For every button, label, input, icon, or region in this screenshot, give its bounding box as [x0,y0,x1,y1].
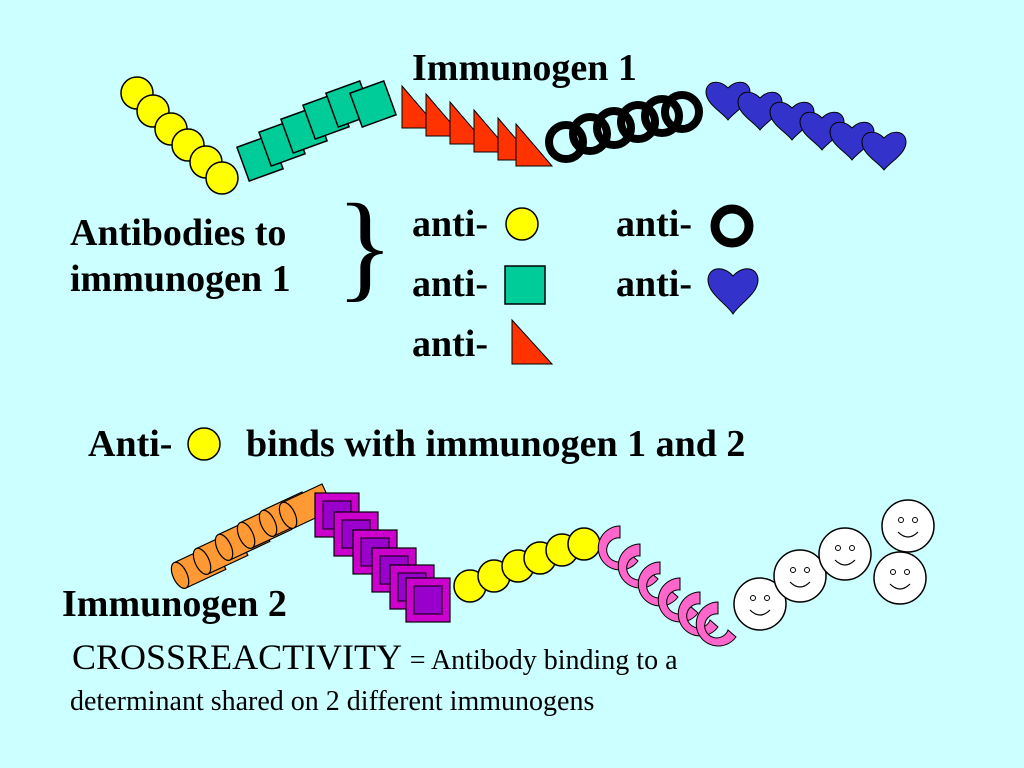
anti-ring-icon [710,204,754,248]
immunogen-1-chain [120,76,907,195]
immunogen-1-squares [236,80,397,182]
immunogen-2-smileys [733,499,935,631]
immunogen-2-circles [453,527,601,603]
antibody-icons [504,204,759,365]
immunogen-1-triangles [401,85,553,167]
anti-square-icon [504,265,546,305]
anti-heart-label: anti- [616,263,692,305]
anti-heart-icon [707,268,759,315]
crossreactivity-definition-part-1: = Antibody binding to a [409,645,678,676]
bind-sentence-prefix: Anti- [88,423,173,465]
crossreactivity-term: CROSSREACTIVITY [72,637,401,677]
bind-sentence-text: binds with immunogen 1 and 2 [246,423,746,465]
anti-triangle-icon [511,318,554,365]
immunogen-2-crescents [597,525,737,647]
anti-circle-icon [505,207,539,241]
immunogen-2-title: Immunogen 2 [62,583,287,625]
crossreactivity-line-1: CROSSREACTIVITY = Antibody binding to a [72,636,678,678]
immunogen-1-title: Immunogen 1 [412,47,637,89]
anti-triangle-label: anti- [412,323,488,365]
antibodies-label: Antibodies to immunogen 1 [70,210,291,302]
immunogen-2-cylinders [167,483,335,592]
anti-square-label: anti- [412,263,488,305]
immunogen-1-hearts [705,81,907,171]
antibodies-label-line-2: immunogen 1 [70,258,291,300]
crossreactivity-definition-part-2: determinant shared on 2 different immuno… [70,686,595,717]
anti-ring-label: anti- [616,203,692,245]
immunogen-1-rings [549,95,699,159]
immunogen-2-cubes [314,492,451,623]
bind-circle-icon [187,427,221,461]
anti-circle-label: anti- [412,203,488,245]
antibodies-label-line-1: Antibodies to [70,212,287,254]
brace-symbol: } [336,179,394,312]
immunogen-1-circles [120,76,239,195]
